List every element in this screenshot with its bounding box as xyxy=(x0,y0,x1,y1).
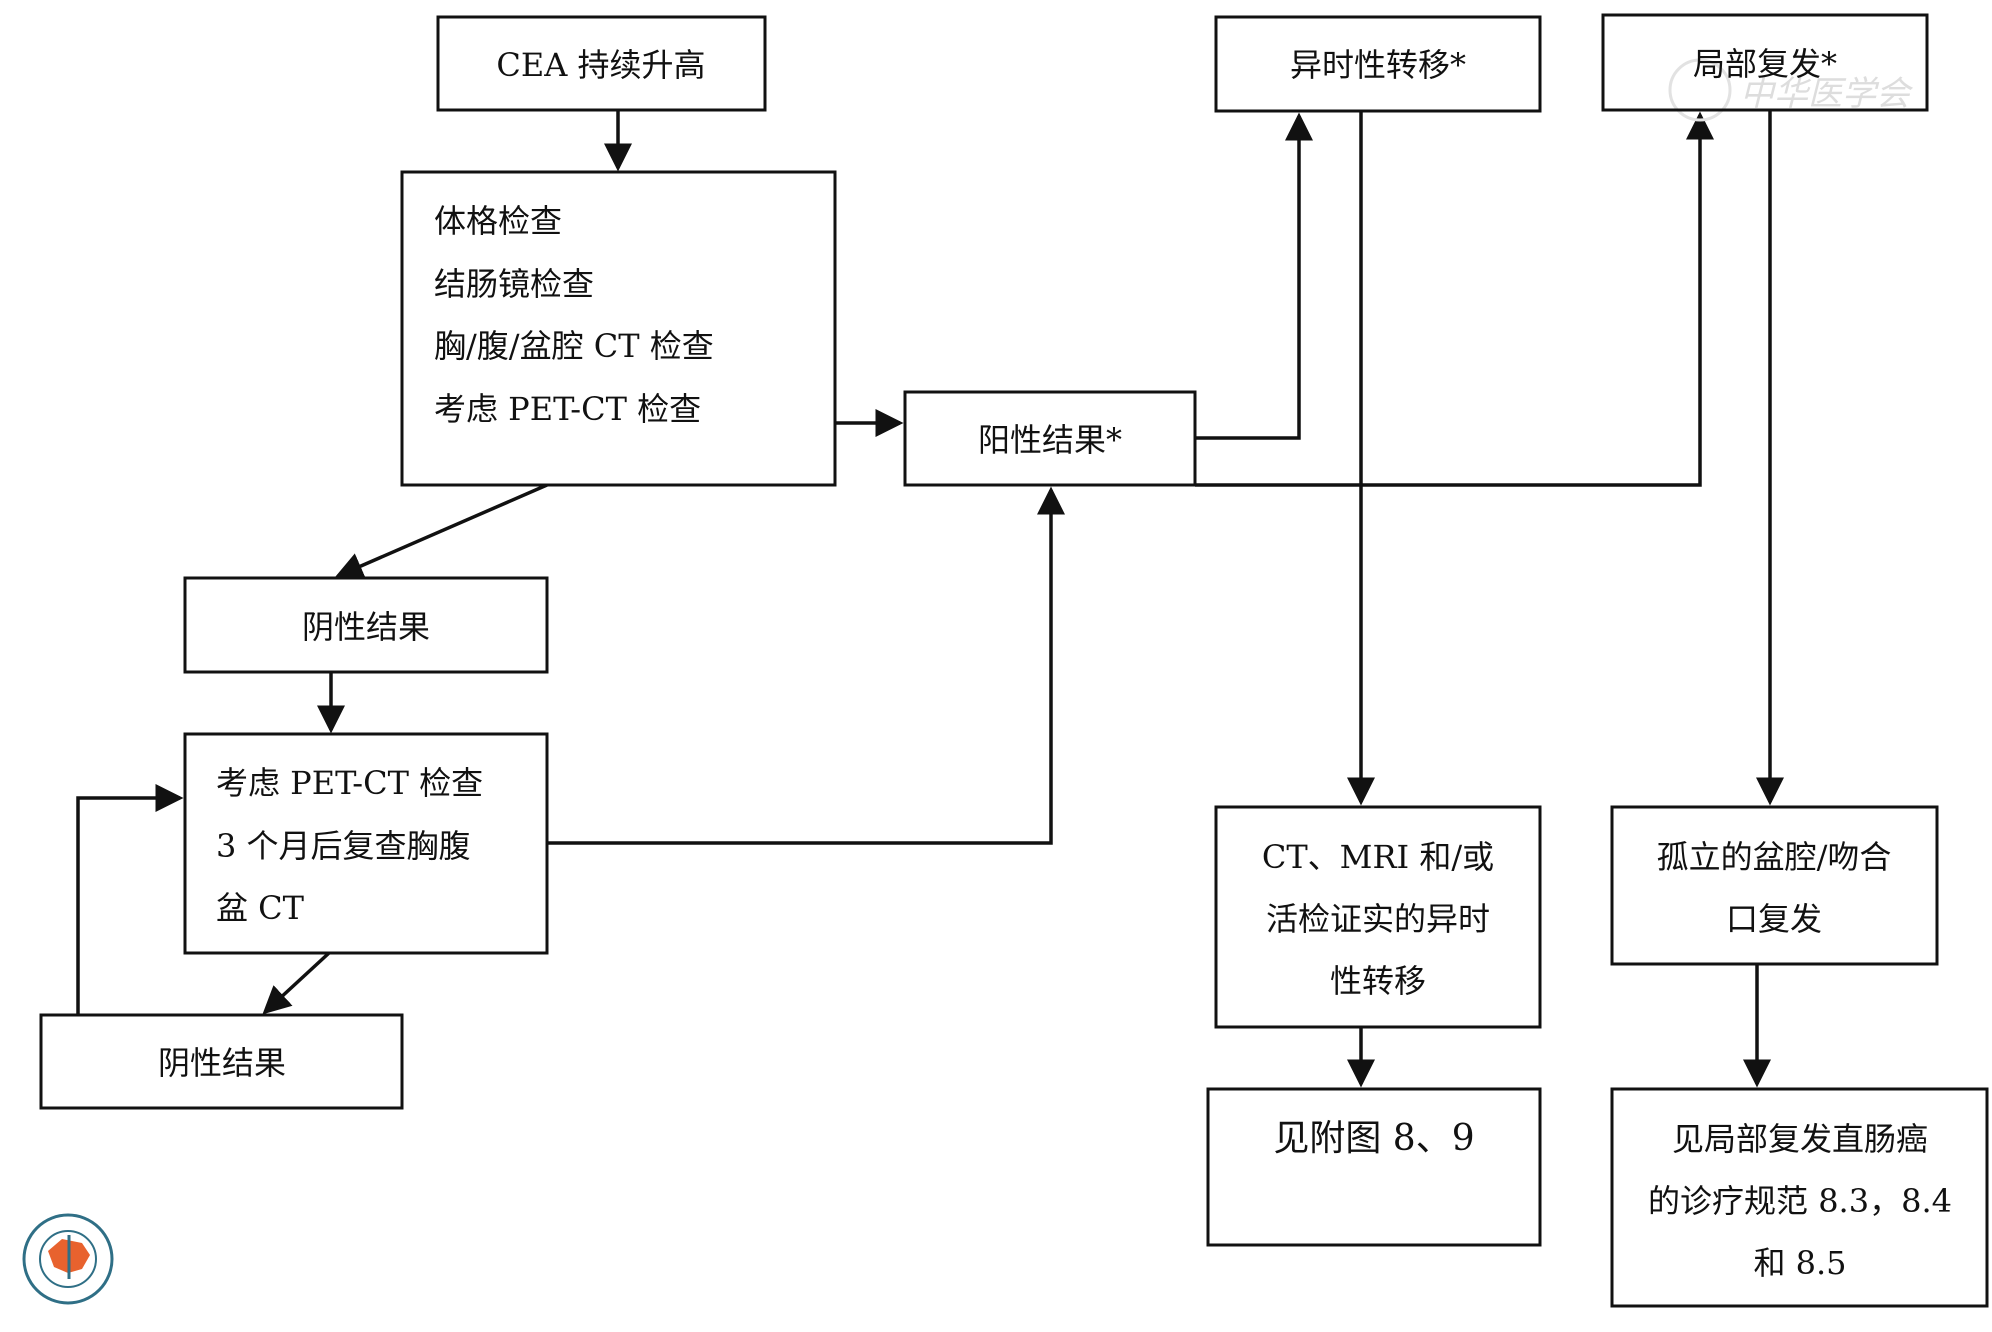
arrow-positive-to-local xyxy=(1195,111,1714,487)
box-positive: 阳性结果* xyxy=(903,390,1197,487)
arrow-exam-to-negative xyxy=(334,483,548,580)
arrow-positive-to-metachronous xyxy=(1195,112,1313,440)
box-cea: CEA 持续升高 xyxy=(436,15,767,112)
box-metachronous-label: 异时性转移* xyxy=(1290,46,1466,84)
petct-line: 考虑 PET-CT 检查 xyxy=(216,764,483,802)
arrow-negative2-loop xyxy=(76,784,184,1015)
petct-line: 盆 CT xyxy=(216,889,305,927)
box-see-fig: 见附图 8、9 xyxy=(1206,1087,1542,1247)
isolated-line: 口复发 xyxy=(1726,900,1822,938)
box-negative1: 阴性结果 xyxy=(183,576,549,674)
box-local-recurrence: 局部复发* xyxy=(1601,13,1929,112)
box-metachronous: 异时性转移* xyxy=(1214,15,1542,113)
arrow-petct-to-positive xyxy=(547,486,1065,845)
confirmed-line: 性转移 xyxy=(1330,962,1426,1000)
box-exam: 体格检查 结肠镜检查 胸/腹/盆腔 CT 检查 考虑 PET-CT 检查 xyxy=(400,170,837,487)
box-negative1-label: 阴性结果 xyxy=(302,608,430,646)
petct-line: 3 个月后复查胸腹 xyxy=(216,827,471,865)
see-local-line: 和 8.5 xyxy=(1753,1244,1846,1282)
watermark-text: 中华医学会 xyxy=(1740,74,1914,114)
see-local-line: 的诊疗规范 8.3，8.4 xyxy=(1648,1182,1952,1220)
box-see-local: 见局部复发直肠癌 的诊疗规范 8.3，8.4 和 8.5 xyxy=(1610,1087,1989,1308)
cma-logo xyxy=(22,1213,114,1305)
exam-line: 结肠镜检查 xyxy=(434,265,594,303)
box-isolated: 孤立的盆腔/吻合 口复发 xyxy=(1610,805,1939,966)
box-confirmed: CT、MRI 和/或 活检证实的异时 性转移 xyxy=(1214,805,1542,1029)
box-local-label: 局部复发* xyxy=(1693,45,1837,83)
box-positive-label: 阳性结果* xyxy=(978,421,1122,459)
see-local-line: 见局部复发直肠癌 xyxy=(1672,1120,1928,1158)
confirmed-line: 活检证实的异时 xyxy=(1266,900,1490,938)
exam-line: 考虑 PET-CT 检查 xyxy=(434,390,701,428)
isolated-line: 孤立的盆腔/吻合 xyxy=(1657,838,1892,876)
watermark: 中华医学会 xyxy=(1668,58,1914,122)
connectors xyxy=(76,110,1784,1088)
exam-line: 体格检查 xyxy=(434,202,562,240)
box-negative2: 阴性结果 xyxy=(39,1013,404,1110)
exam-line: 胸/腹/盆腔 CT 检查 xyxy=(434,327,714,365)
box-petct: 考虑 PET-CT 检查 3 个月后复查胸腹 盆 CT xyxy=(183,732,549,955)
box-cea-label: CEA 持续升高 xyxy=(496,46,705,84)
confirmed-line: CT、MRI 和/或 xyxy=(1262,838,1494,876)
box-negative2-label: 阴性结果 xyxy=(158,1044,286,1082)
see-fig-label: 见附图 8、9 xyxy=(1273,1118,1474,1159)
arrow-petct-to-negative2 xyxy=(262,951,331,1015)
